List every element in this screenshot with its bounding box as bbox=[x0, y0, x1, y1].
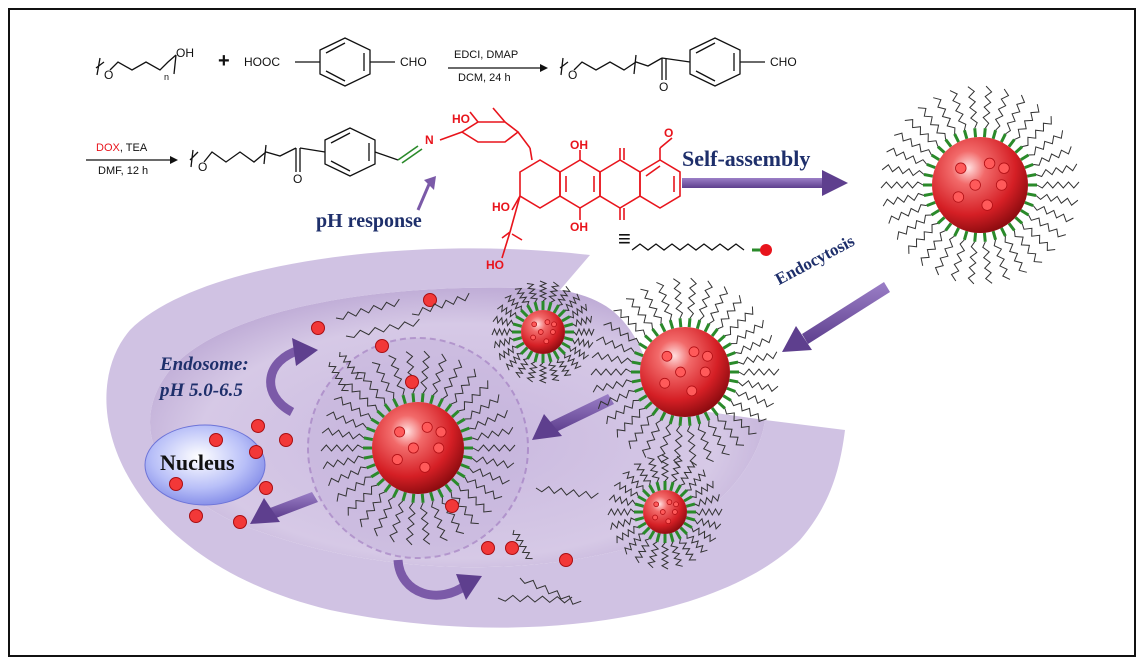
plus-sign: + bbox=[218, 50, 230, 72]
peg-o-label: O bbox=[104, 68, 114, 82]
conditions-1-top: EDCI, DMAP bbox=[454, 49, 519, 61]
imine-o-label: O bbox=[198, 160, 208, 174]
figure-frame bbox=[8, 8, 1136, 657]
endosome-label-line1: Endosome: bbox=[160, 354, 249, 375]
ph-response-label: pH response bbox=[316, 210, 422, 232]
sugar-ho-label: HO bbox=[452, 112, 470, 126]
micelle-endocytosis bbox=[590, 277, 780, 467]
product-o-label: O bbox=[568, 68, 578, 82]
reaction-arrow-1 bbox=[448, 64, 548, 72]
free-dox-10 bbox=[233, 515, 247, 529]
conditions-1-bottom: DCM, 24 h bbox=[458, 72, 511, 84]
free-dox-6 bbox=[279, 433, 293, 447]
free-dox-11 bbox=[505, 541, 519, 555]
free-dox-15 bbox=[259, 481, 273, 495]
dox-tea-label: DOX, TEA bbox=[96, 142, 147, 154]
micelle-endosome bbox=[320, 350, 516, 546]
methoxy-o-label: O bbox=[664, 126, 674, 140]
free-dox-1 bbox=[423, 293, 437, 307]
release-arrow bbox=[250, 492, 318, 524]
nucleus-label: Nucleus bbox=[160, 450, 235, 475]
product-cho-label: CHO bbox=[770, 55, 797, 69]
reaction-arrow-2 bbox=[86, 156, 178, 164]
cho-label-1: CHO bbox=[400, 55, 427, 69]
peg-n-label: n bbox=[164, 72, 170, 82]
conjugate-symbol bbox=[631, 243, 772, 256]
curved-arrow-bottom bbox=[393, 559, 482, 600]
endosome-entry-arrow bbox=[532, 394, 614, 440]
benzaldehyde-acid bbox=[295, 37, 395, 87]
endosome-label-line2: pH 5.0-6.5 bbox=[160, 380, 243, 401]
free-dox-13 bbox=[559, 553, 573, 567]
free-dox-8 bbox=[169, 477, 183, 491]
free-dox-4 bbox=[251, 419, 265, 433]
free-dox-5 bbox=[249, 445, 263, 459]
hooc-label: HOOC bbox=[244, 55, 280, 69]
free-dox-7 bbox=[209, 433, 223, 447]
micelle-small-bottom bbox=[607, 454, 723, 570]
imine-n-label: N bbox=[425, 133, 434, 147]
doxorubicin-structure bbox=[439, 107, 681, 259]
ho-label-3: HO bbox=[492, 200, 510, 214]
free-dox-0 bbox=[311, 321, 325, 335]
free-dox-9 bbox=[189, 509, 203, 523]
free-dox-12 bbox=[481, 541, 495, 555]
tea-label: , TEA bbox=[119, 142, 148, 154]
peg-ester-product bbox=[559, 37, 765, 87]
endocytosis-arrow bbox=[782, 282, 890, 352]
micelle-self-assembled bbox=[880, 85, 1080, 285]
peg-oh-label: OH bbox=[176, 46, 194, 60]
peg-imine-chain bbox=[189, 127, 423, 177]
free-dox-3 bbox=[405, 375, 419, 389]
free-drug-layer bbox=[169, 292, 599, 605]
product-ester-o-label: O bbox=[659, 80, 669, 94]
free-dox-2 bbox=[375, 339, 389, 353]
equivalence-sign: ≡ bbox=[618, 226, 631, 251]
ph-response-arrow bbox=[416, 176, 436, 211]
oh-label-1: OH bbox=[570, 138, 588, 152]
free-dox-14 bbox=[445, 499, 459, 513]
self-assembly-label: Self-assembly bbox=[682, 146, 811, 171]
dox-label: DOX bbox=[96, 142, 120, 154]
curved-arrow-top bbox=[266, 338, 318, 416]
ho-label-4: HO bbox=[486, 258, 504, 272]
self-assembly-arrow bbox=[682, 170, 848, 196]
conditions-2-bottom: DMF, 12 h bbox=[98, 165, 149, 177]
oh-label-2: OH bbox=[570, 220, 588, 234]
micelles-layer bbox=[320, 85, 1080, 570]
micelle-small-top bbox=[491, 280, 595, 384]
peg-chain-1 bbox=[95, 54, 177, 76]
imine-ester-o-label: O bbox=[293, 172, 303, 186]
